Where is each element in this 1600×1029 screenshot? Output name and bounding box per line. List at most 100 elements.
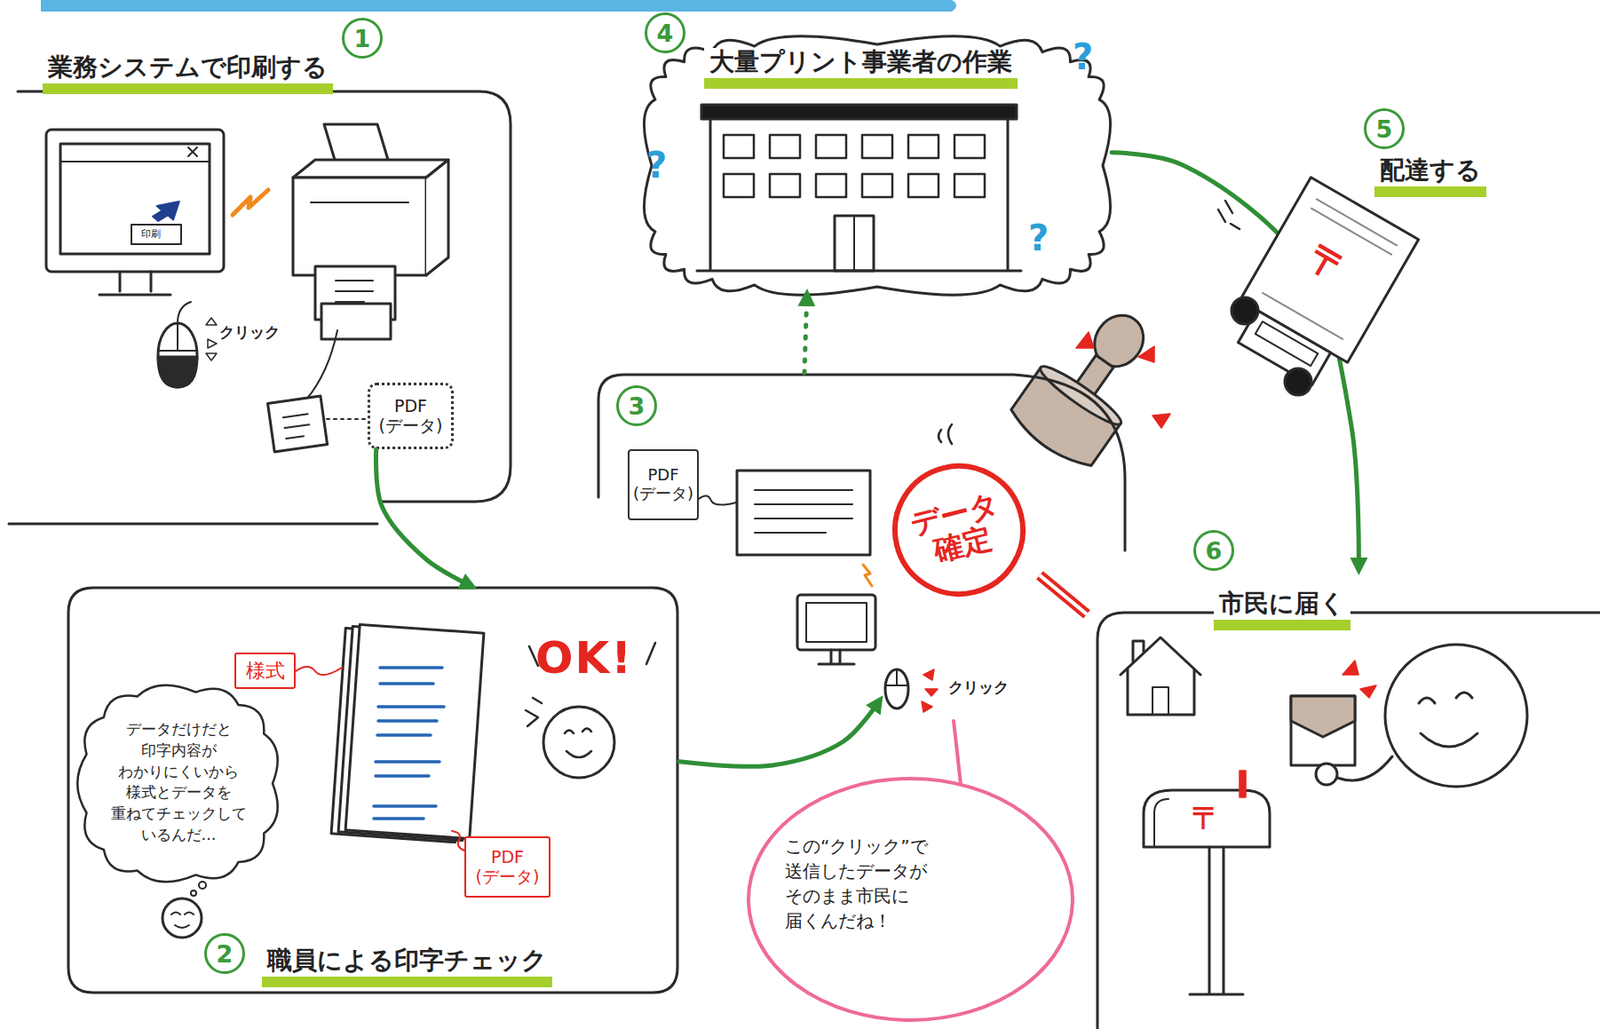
data-label-box: PDF (データ)	[367, 382, 454, 450]
flow-connector	[1039, 575, 1087, 615]
process-panel: 1業務システムで印刷するPDF (データ)	[17, 84, 515, 507]
mouse	[885, 669, 909, 709]
house-chimney	[1132, 641, 1144, 663]
window	[723, 134, 754, 159]
node-label: データ 確定	[892, 485, 1027, 576]
window	[954, 174, 985, 198]
question-mark: ?	[646, 147, 667, 183]
callout-number: 6	[1193, 530, 1235, 571]
window	[954, 134, 985, 159]
approval-label: OK!	[535, 635, 634, 681]
data-label-box: PDF (データ)	[627, 449, 699, 521]
node-label: 様式	[245, 659, 286, 682]
callout-number: 1	[341, 17, 383, 59]
truck-window	[1255, 321, 1318, 366]
connector-inner-line	[1039, 575, 1087, 615]
building-roof	[701, 104, 1017, 119]
panel-heading: 業務システムで印刷する	[42, 53, 333, 95]
callout-number: 5	[1363, 108, 1405, 150]
outline-path	[748, 778, 1073, 1021]
node-label: データだけだと 印字内容が わかりにくいから 様式とデータを 重ねてチェックして…	[101, 719, 256, 847]
thought-dot	[198, 881, 206, 889]
window-bar	[60, 160, 210, 163]
step-heading: 配達する	[1374, 156, 1487, 198]
close-mark	[188, 147, 198, 157]
mailbox-flag	[1239, 770, 1246, 798]
form-leader	[295, 666, 342, 675]
outline-path	[68, 587, 678, 993]
face-features	[171, 912, 194, 929]
outline-path	[1097, 612, 1600, 1029]
action-label: クリック	[948, 680, 1009, 696]
data-label-box: PDF (データ)	[464, 836, 551, 898]
window	[908, 174, 939, 198]
callout-number: 2	[204, 933, 246, 975]
dotted-leader	[326, 418, 366, 420]
document-page	[345, 624, 484, 839]
thought-dot	[190, 890, 197, 896]
window	[908, 134, 939, 159]
speech-bubble: この“クリック”で 送信したデータが そのまま市民に 届くんだね！	[744, 775, 1077, 1024]
thought-bubble: データだけだと 印字内容が わかりにくいから 様式とデータを 重ねてチェックして…	[76, 683, 281, 884]
face-features	[564, 728, 592, 759]
delight-marks	[1342, 660, 1377, 698]
flow-connector	[679, 701, 880, 767]
truck-wheel	[1284, 368, 1312, 396]
question-mark: ?	[1072, 39, 1094, 75]
house-door	[1152, 687, 1169, 715]
mailbox-post	[1189, 847, 1244, 995]
outline-path	[17, 91, 511, 502]
vendor-cloud: 4大量プリント事業者の作業	[642, 35, 1112, 296]
click-marks	[921, 669, 938, 713]
signal-bolt	[863, 564, 872, 587]
postal-mark: 〒	[1301, 237, 1355, 292]
stamp-base-top	[1035, 360, 1126, 431]
panel-heading: 大量プリント事業者の作業	[704, 47, 1018, 89]
door-split	[853, 215, 856, 271]
outline-path	[643, 36, 1110, 295]
monitor-frame	[797, 594, 876, 650]
flow-connector	[804, 295, 808, 373]
sheet-leader	[306, 330, 338, 400]
citizen-face	[1385, 644, 1528, 787]
data-sheet	[736, 470, 871, 555]
window	[769, 134, 800, 159]
form-label-box: 様式	[234, 652, 296, 690]
mouse-fill	[158, 356, 198, 388]
mailbox	[1143, 790, 1270, 848]
node-outline	[1086, 568, 1600, 1029]
process-panel: 6市民に届く	[1086, 568, 1600, 1029]
data-leader	[451, 831, 465, 851]
click-marks	[205, 317, 217, 361]
outline-path	[598, 374, 1125, 551]
monitor-frame	[46, 129, 224, 272]
envelope	[1291, 696, 1355, 766]
house-body	[1127, 669, 1195, 715]
cargo-stripes	[1262, 198, 1397, 340]
panel-heading: 市民に届く	[1213, 589, 1351, 631]
sheet-lines	[335, 280, 373, 302]
monitor-stand	[99, 271, 171, 295]
question-mark: ?	[1028, 220, 1049, 256]
flow-connector	[375, 449, 471, 587]
mouse-cord	[177, 301, 191, 324]
envelope-flap	[1291, 696, 1355, 737]
truck-group	[1218, 177, 1419, 396]
mouse-buttons	[885, 669, 909, 686]
thinking-face	[162, 898, 202, 938]
window	[723, 174, 754, 198]
signal-bolt	[232, 190, 269, 215]
print-button	[131, 224, 182, 245]
callout-number: 4	[644, 12, 686, 54]
hand	[1315, 763, 1338, 785]
sheet-lines	[754, 490, 853, 533]
window	[815, 134, 847, 159]
panel-heading: 職員による印字チェック	[261, 946, 553, 988]
stamp-handle	[1005, 291, 1174, 475]
bubble-tail	[953, 720, 961, 785]
window	[769, 174, 800, 198]
button-label: 印刷	[141, 229, 161, 239]
